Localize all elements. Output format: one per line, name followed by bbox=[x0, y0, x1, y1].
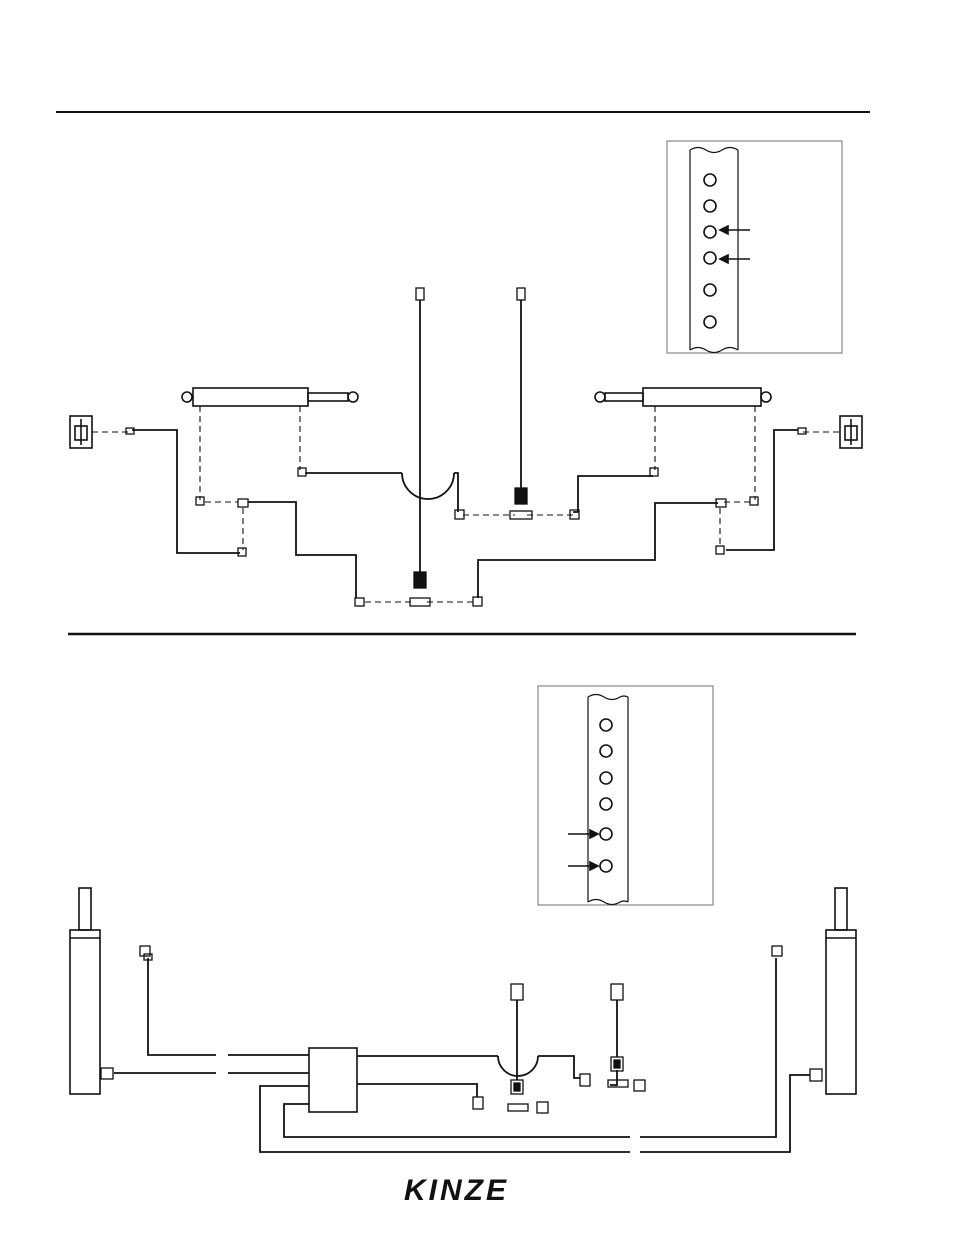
hose-lines-bottom bbox=[114, 958, 810, 1152]
right-hydraulic-cylinder bbox=[595, 388, 771, 406]
fittings-bottom bbox=[101, 946, 822, 1113]
left-hydraulic-cylinder bbox=[182, 388, 358, 406]
arrowed-hole-3 bbox=[704, 226, 716, 238]
central-valve-block bbox=[309, 1048, 357, 1112]
right-valve-block bbox=[840, 416, 862, 448]
svg-text:KINZE: KINZE bbox=[404, 1174, 509, 1207]
left-valve-block bbox=[70, 416, 92, 448]
arrowed-hole-6 bbox=[600, 860, 612, 872]
fittings-top bbox=[126, 288, 806, 606]
arrowed-hole-4 bbox=[704, 252, 716, 264]
bottom-inset-hole-detail bbox=[538, 686, 713, 905]
kinze-logo: KINZE bbox=[404, 1174, 509, 1207]
right-lift-cylinder bbox=[826, 888, 856, 1094]
hose-lines bbox=[132, 300, 798, 598]
left-lift-cylinder bbox=[70, 888, 100, 1094]
top-inset-hole-detail bbox=[667, 141, 842, 353]
bottom-hydraulic-diagram bbox=[70, 686, 856, 1152]
top-hydraulic-diagram bbox=[70, 141, 862, 606]
arrowed-hole-5 bbox=[600, 828, 612, 840]
